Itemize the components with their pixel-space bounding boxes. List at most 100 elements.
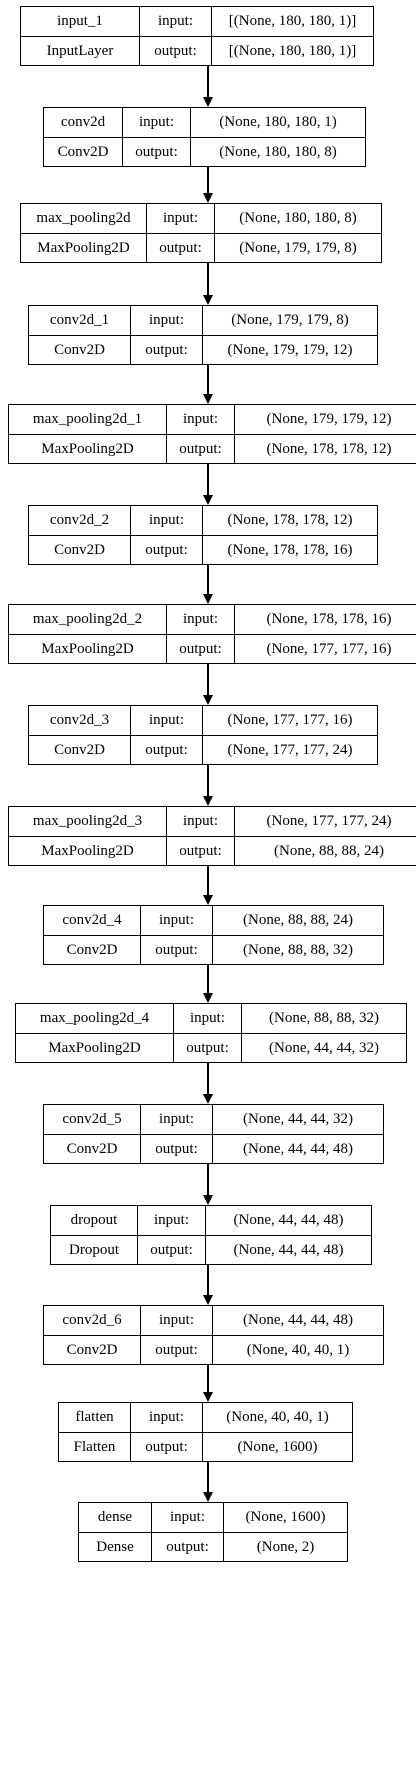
output-label: output:: [166, 435, 234, 463]
output-label: output:: [140, 936, 212, 964]
connector-line: [207, 1063, 209, 1094]
input-label: input:: [173, 1004, 241, 1033]
output-label: output:: [122, 138, 190, 166]
connector-line: [207, 263, 209, 295]
input-shape: (None, 177, 177, 16): [202, 706, 377, 735]
output-label: output:: [139, 37, 211, 65]
layer-type: MaxPooling2D: [41, 640, 134, 657]
arrowhead-icon: [203, 695, 213, 705]
input-label: input:: [140, 1105, 212, 1134]
input-shape: (None, 179, 179, 8): [202, 306, 377, 335]
input-shape: (None, 180, 180, 1): [190, 108, 365, 137]
layer-node: flatten input:(None, 40, 40, 1) Flatten out…: [58, 1402, 353, 1462]
input-label: input:: [139, 7, 211, 36]
arrowhead-icon: [203, 495, 213, 505]
connector-line: [207, 664, 209, 695]
input-shape: (None, 44, 44, 32): [212, 1105, 383, 1134]
output-shape: (None, 2): [223, 1533, 347, 1561]
layer-type: InputLayer: [46, 42, 114, 59]
arrowhead-icon: [203, 895, 213, 905]
output-label: output:: [130, 1433, 202, 1461]
output-shape: (None, 40, 40, 1): [212, 1336, 383, 1364]
input-shape: (None, 88, 88, 24): [212, 906, 383, 935]
output-label: output:: [173, 1034, 241, 1062]
output-label: output:: [137, 1236, 205, 1264]
connector-line: [207, 167, 209, 193]
connector-line: [207, 866, 209, 895]
layer-type: Flatten: [73, 1438, 116, 1455]
connector-line: [207, 365, 209, 394]
output-label: output:: [130, 336, 202, 364]
layer-type: MaxPooling2D: [41, 440, 134, 457]
layer-type: Conv2D: [66, 1341, 118, 1358]
layer-name: dropout: [70, 1212, 118, 1228]
input-shape: (None, 1600): [223, 1503, 347, 1532]
output-label: output:: [130, 536, 202, 564]
arrowhead-icon: [203, 1392, 213, 1402]
input-label: input:: [151, 1503, 223, 1532]
input-label: input:: [130, 1403, 202, 1432]
arrowhead-icon: [203, 1195, 213, 1205]
layer-name: max_pooling2d_2: [32, 611, 143, 627]
input-label: input:: [137, 1206, 205, 1235]
output-shape: (None, 88, 88, 32): [212, 936, 383, 964]
output-label: output:: [146, 234, 214, 262]
layer-type: Dropout: [69, 1241, 119, 1258]
input-shape: (None, 177, 177, 24): [234, 807, 416, 836]
layer-name: conv2d_3: [49, 712, 110, 728]
arrowhead-icon: [203, 796, 213, 806]
layer-type: Conv2D: [54, 741, 105, 758]
output-shape: [(None, 180, 180, 1)]: [211, 37, 373, 65]
connector-line: [207, 1462, 209, 1492]
layer-row-output: Conv2D output:(None, 40, 40, 1): [44, 1335, 383, 1364]
layer-name: input_1: [57, 13, 103, 29]
output-label: output:: [166, 837, 234, 865]
layer-type: Conv2D: [54, 541, 105, 558]
layer-name: dense: [97, 1509, 133, 1525]
layer-row-output: InputLayer output:[(None, 180, 180, 1)]: [21, 36, 373, 65]
input-shape: (None, 40, 40, 1): [202, 1403, 352, 1432]
input-label: input:: [146, 204, 214, 233]
layer-name: flatten: [75, 1409, 114, 1425]
layer-type: MaxPooling2D: [48, 1039, 141, 1056]
layer-name: conv2d_5: [62, 1111, 122, 1127]
input-label: input:: [140, 1306, 212, 1335]
input-label: input:: [122, 108, 190, 137]
input-shape: (None, 178, 178, 16): [234, 605, 416, 634]
arrowhead-icon: [203, 594, 213, 604]
output-shape: (None, 180, 180, 8): [190, 138, 365, 166]
arrowhead-icon: [203, 97, 213, 107]
layer-name: conv2d: [60, 114, 106, 130]
output-label: output:: [140, 1336, 212, 1364]
arrowhead-icon: [203, 993, 213, 1003]
input-label: input:: [166, 405, 234, 434]
connector-line: [207, 965, 209, 993]
connector-line: [207, 464, 209, 495]
connector-line: [207, 565, 209, 594]
input-label: input:: [130, 306, 202, 335]
output-label: output:: [140, 1135, 212, 1163]
input-label: input:: [130, 506, 202, 535]
arrowhead-icon: [203, 394, 213, 404]
connector-line: [207, 765, 209, 796]
